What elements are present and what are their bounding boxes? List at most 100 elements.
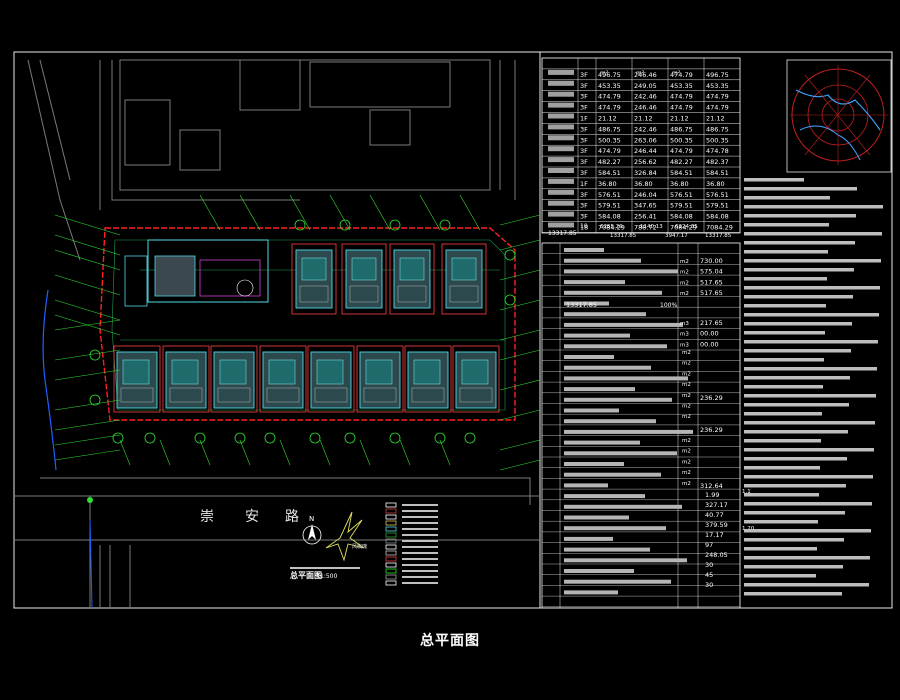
row-label-bar bbox=[564, 333, 630, 338]
area-value: 474.79 bbox=[598, 93, 621, 101]
wind-rose-icon: 风玫瑰 bbox=[325, 511, 367, 562]
area-value: 579.51 bbox=[670, 202, 693, 210]
legend-swatch bbox=[385, 538, 397, 544]
area-value: 242.46 bbox=[634, 93, 657, 101]
area-value: 474.79 bbox=[706, 104, 729, 112]
note-text-bar bbox=[744, 214, 856, 218]
area-value: 347.65 bbox=[634, 202, 657, 210]
site-boundary bbox=[99, 227, 516, 421]
area-value: 576.51 bbox=[670, 191, 693, 199]
econ-value: 248.05 bbox=[705, 551, 728, 559]
legend-swatch bbox=[385, 580, 397, 586]
road-name-char-1: 崇 bbox=[200, 509, 214, 525]
area-value: 246.04 bbox=[634, 191, 657, 199]
area-value: 788.72 bbox=[634, 224, 657, 232]
total-count: 10 bbox=[580, 223, 588, 230]
building-name-bar bbox=[548, 200, 574, 206]
building-name-bar bbox=[548, 80, 574, 86]
unit: m3 bbox=[680, 342, 689, 348]
area-value: 7084.29 bbox=[670, 224, 697, 232]
note-text-bar bbox=[744, 295, 853, 299]
econ-value: 236.29 bbox=[700, 394, 723, 402]
legend-swatch bbox=[385, 502, 397, 508]
note-text-bar bbox=[744, 358, 824, 362]
axis-bubble bbox=[309, 432, 321, 444]
row-label-bar bbox=[564, 397, 672, 402]
upper-villa-row bbox=[291, 243, 487, 315]
note-text-bar bbox=[744, 538, 844, 542]
area-value: 21.12 bbox=[706, 115, 725, 123]
axis-bubble bbox=[389, 432, 401, 444]
area-value: 256.62 bbox=[634, 158, 657, 166]
note-text-bar bbox=[744, 304, 826, 308]
econ-value: 17.17 bbox=[705, 531, 724, 539]
note-text-bar bbox=[744, 385, 823, 389]
area-value: 474.79 bbox=[670, 93, 693, 101]
row-label-bar bbox=[564, 526, 666, 531]
area-value: 486.75 bbox=[670, 125, 693, 133]
row-label-bar bbox=[564, 280, 625, 285]
legend-text-bar bbox=[402, 534, 438, 536]
row-label-bar bbox=[564, 301, 609, 306]
legend-text-bar bbox=[402, 546, 438, 548]
note-text-bar bbox=[744, 241, 855, 245]
econ-value: 517.65 bbox=[700, 278, 723, 286]
floor-count: 3F bbox=[580, 213, 588, 221]
area-value: 453.35 bbox=[670, 82, 693, 90]
area-value: 474.78 bbox=[706, 147, 729, 155]
econ-value: 236.29 bbox=[700, 426, 723, 434]
axis-bubble bbox=[339, 219, 351, 231]
row-label-bar bbox=[564, 515, 629, 520]
legend-text-bar bbox=[402, 564, 438, 566]
unit: m3 bbox=[680, 332, 689, 338]
area-value: 246.46 bbox=[634, 104, 657, 112]
row-label-bar bbox=[564, 558, 687, 563]
area-value: 579.51 bbox=[598, 202, 621, 210]
villa-block-lower bbox=[404, 345, 452, 413]
unit: m2 bbox=[682, 414, 691, 420]
villa-block-lower bbox=[356, 345, 404, 413]
area-value: 482.37 bbox=[706, 158, 729, 166]
legend-text-bar bbox=[402, 528, 438, 530]
econ-value: 100% bbox=[660, 302, 677, 309]
note-text-bar bbox=[744, 250, 828, 254]
building-name-bar bbox=[548, 135, 574, 141]
note-text-bar bbox=[744, 565, 843, 569]
axis-bubble bbox=[234, 432, 246, 444]
note-text-bar bbox=[744, 367, 877, 371]
axis-bubble bbox=[504, 249, 516, 261]
total-value: 3947.17 bbox=[665, 233, 688, 239]
building-name-bar bbox=[548, 69, 574, 75]
row-label-bar bbox=[564, 504, 682, 509]
econ-value: 517.65 bbox=[700, 289, 723, 297]
area-value: 584.51 bbox=[598, 169, 621, 177]
row-label-bar bbox=[564, 451, 677, 456]
axis-bubble bbox=[89, 349, 101, 361]
note-text-bar bbox=[744, 412, 822, 416]
axis-bubble bbox=[504, 294, 516, 306]
row-label-bar bbox=[564, 536, 613, 541]
area-value: 474.79 bbox=[598, 104, 621, 112]
note-text-bar bbox=[744, 178, 804, 182]
unit: m2 bbox=[682, 393, 691, 399]
area-value: 584.08 bbox=[706, 213, 729, 221]
area-value: 246.46 bbox=[634, 71, 657, 79]
villa-block-upper bbox=[389, 243, 435, 315]
unit: m2 bbox=[680, 291, 689, 297]
note-text-bar bbox=[744, 349, 851, 353]
villa-block-lower bbox=[162, 345, 210, 413]
area-value: 496.75 bbox=[598, 71, 621, 79]
building-name-bar bbox=[548, 157, 574, 163]
note-text-bar bbox=[744, 340, 878, 344]
row-label-bar bbox=[564, 590, 618, 595]
legend-swatch bbox=[385, 526, 397, 532]
waterway bbox=[42, 289, 57, 471]
side-note: 1.1 bbox=[742, 489, 751, 495]
unit: m2 bbox=[682, 438, 691, 444]
row-label-bar bbox=[564, 569, 634, 573]
note-text-bar bbox=[744, 205, 883, 209]
floor-count: 3F bbox=[580, 136, 588, 144]
note-text-bar bbox=[744, 502, 872, 506]
building-name-bar bbox=[548, 146, 574, 152]
north-label: N bbox=[309, 515, 314, 523]
